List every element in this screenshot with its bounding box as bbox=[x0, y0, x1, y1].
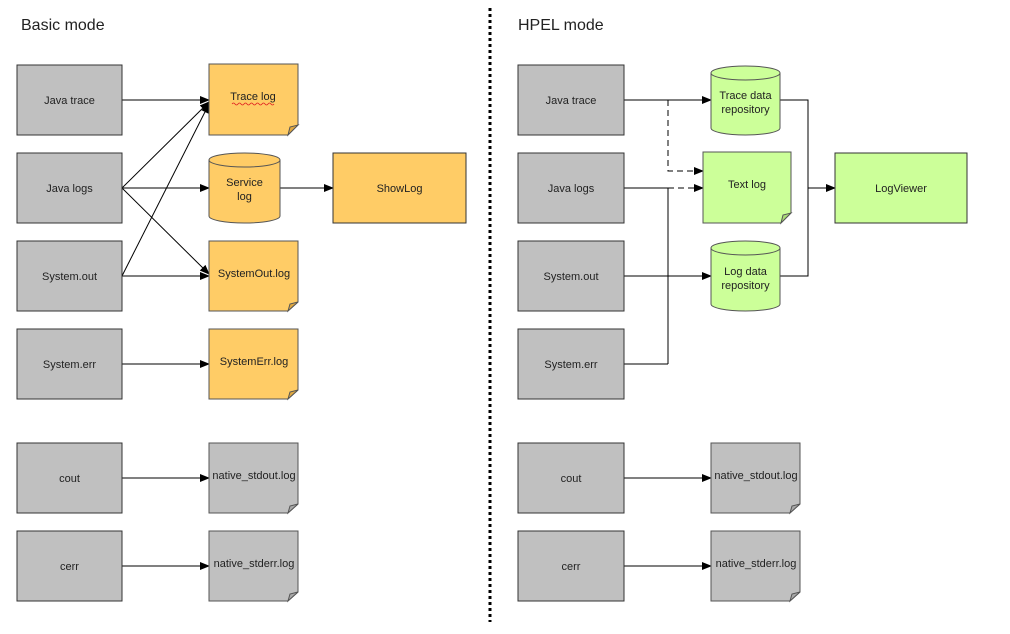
label-line-2: repository bbox=[721, 104, 770, 116]
hpel-source-java-trace[interactable]: Java trace bbox=[517, 64, 625, 136]
basic-source-system-out[interactable]: System.out bbox=[16, 240, 123, 312]
label: System.err bbox=[43, 359, 97, 371]
hpel-native-stderr-document[interactable]: native_stderr.log bbox=[710, 530, 801, 603]
label-line-1: Log data bbox=[724, 266, 768, 278]
basic-source-java-logs[interactable]: Java logs bbox=[16, 152, 123, 224]
label: Text log bbox=[728, 179, 766, 191]
label: System.out bbox=[543, 271, 598, 283]
label: SystemOut.log bbox=[218, 268, 290, 280]
label: Java trace bbox=[44, 95, 95, 107]
log-data-repository-database[interactable]: Log data repository bbox=[710, 240, 781, 312]
hpel-mode-title: HPEL mode bbox=[518, 17, 604, 34]
systemout-log-document[interactable]: SystemOut.log bbox=[208, 240, 299, 313]
label-line-1: Trace data bbox=[719, 90, 772, 102]
basic-mode-title: Basic mode bbox=[21, 17, 105, 34]
label: System.out bbox=[42, 271, 97, 283]
hpel-native-stdout-document[interactable]: native_stdout.log bbox=[710, 442, 801, 515]
edge-javalogs-systemoutlog bbox=[121, 187, 210, 275]
label: Trace log bbox=[230, 91, 275, 103]
trace-log-document[interactable]: Trace log bbox=[208, 63, 300, 137]
label: System.err bbox=[544, 359, 598, 371]
hpel-source-java-logs[interactable]: Java logs bbox=[517, 152, 625, 224]
edge-javatrace-textlog bbox=[667, 100, 704, 175]
label: LogViewer bbox=[875, 183, 927, 195]
label: ShowLog bbox=[377, 183, 423, 195]
trace-data-repository-database[interactable]: Trace data repository bbox=[710, 65, 781, 136]
label: native_stdout.log bbox=[714, 470, 797, 482]
showlog-tool[interactable]: ShowLog bbox=[332, 152, 467, 224]
basic-source-cerr[interactable]: cerr bbox=[16, 530, 123, 602]
label: cout bbox=[561, 473, 582, 485]
label-line-2: log bbox=[237, 191, 252, 203]
edge-javalogs-tracelog bbox=[121, 101, 210, 189]
label: native_stderr.log bbox=[716, 558, 797, 570]
text-log-document[interactable]: Text log bbox=[702, 151, 793, 225]
label-line-2: repository bbox=[721, 280, 770, 292]
label: cout bbox=[59, 473, 80, 485]
basic-source-system-err[interactable]: System.err bbox=[16, 328, 123, 400]
label: SystemErr.log bbox=[220, 356, 288, 368]
hpel-source-cerr[interactable]: cerr bbox=[517, 530, 625, 602]
label: cerr bbox=[60, 561, 79, 573]
basic-connectors bbox=[121, 96, 334, 570]
hpel-source-cout[interactable]: cout bbox=[517, 442, 625, 514]
label: native_stdout.log bbox=[212, 470, 295, 482]
label: cerr bbox=[562, 561, 581, 573]
basic-native-stderr-document[interactable]: native_stderr.log bbox=[208, 530, 299, 603]
label: Java trace bbox=[546, 95, 597, 107]
label: Java logs bbox=[548, 183, 595, 195]
basic-native-stdout-document[interactable]: native_stdout.log bbox=[208, 442, 299, 515]
edge-systemout-tracelog bbox=[121, 103, 210, 277]
hpel-connectors bbox=[624, 96, 836, 570]
label: Java logs bbox=[46, 183, 93, 195]
logviewer-tool[interactable]: LogViewer bbox=[834, 152, 968, 224]
hpel-source-system-out[interactable]: System.out bbox=[517, 240, 625, 312]
label-line-1: Service bbox=[226, 177, 263, 189]
basic-source-cout[interactable]: cout bbox=[16, 442, 123, 514]
basic-source-java-trace[interactable]: Java trace bbox=[16, 64, 123, 136]
service-log-database[interactable]: Service log bbox=[208, 152, 281, 224]
hpel-source-system-err[interactable]: System.err bbox=[517, 328, 625, 400]
systemerr-log-document[interactable]: SystemErr.log bbox=[208, 328, 299, 401]
label: native_stderr.log bbox=[214, 558, 295, 570]
spellcheck-underline bbox=[231, 102, 275, 106]
